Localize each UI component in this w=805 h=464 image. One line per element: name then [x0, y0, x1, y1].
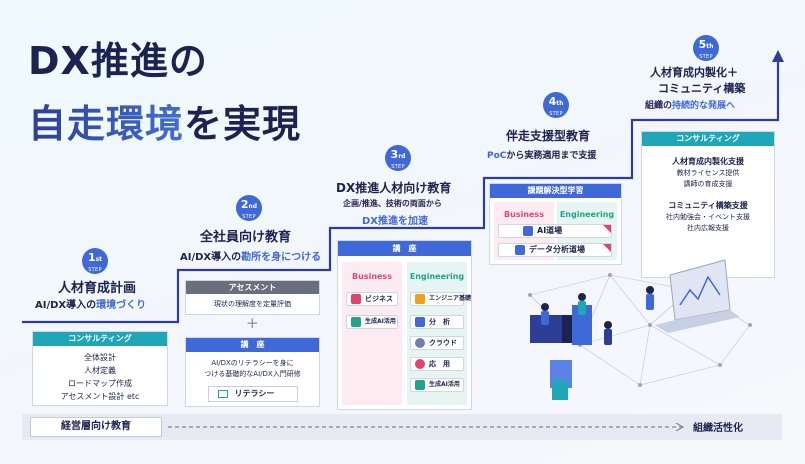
- arrow-up-icon: [772, 50, 784, 62]
- org-activation-label: 組織活性化: [693, 423, 743, 434]
- step2-course-header: 講 座: [186, 338, 319, 352]
- podium-blocks: [530, 305, 592, 400]
- step3-subtitle-1: 企画/推進、技術の両面から: [343, 199, 442, 208]
- step5-group1-item: 教材ライセンス提供: [676, 169, 740, 177]
- step5-subtitle: 組織の持続的な発展へ: [645, 101, 736, 111]
- headline-emphasis: 自走環境: [28, 102, 185, 146]
- step5-title-1: 人材育成内製化＋: [650, 66, 738, 79]
- step5-group2-item: 社内広報支援: [687, 224, 729, 232]
- step3-course-header: 講 座: [338, 241, 471, 256]
- step5-consulting-header: コンサルティング: [642, 132, 774, 146]
- step3-business-label: Business: [352, 272, 392, 281]
- new-flag-icon: [603, 244, 611, 252]
- step5-group1-title: 人材育成内製化支援: [672, 157, 744, 166]
- step3-engineering-label: Engineering: [409, 272, 465, 281]
- step2-assessment-box: アセスメント 現状の理解度を定量評価: [185, 280, 320, 315]
- chip-applied: 応 用: [410, 357, 464, 371]
- step2-course-text: AI/DXのリテラシーを身に: [211, 359, 294, 367]
- step1-subtitle: AI/DX導入の環境づくり: [35, 300, 147, 311]
- network-illustration: [528, 259, 752, 400]
- headline-suffix: を実現: [184, 102, 302, 146]
- step1-title: 人材育成計画: [58, 281, 137, 296]
- chart-icon: [415, 317, 425, 327]
- step1-item: 全体設計: [84, 353, 116, 362]
- executive-education-label: 経営層向け教育: [30, 417, 162, 437]
- building-icon: [351, 294, 361, 304]
- chip-data-analysis-dojo: データ分析道場: [498, 243, 612, 257]
- step4-badge: 4th STEP: [543, 92, 569, 118]
- chip-genai-business: 生成AI活用: [346, 315, 398, 329]
- chip-business: ビジネス: [346, 292, 398, 306]
- new-flag-icon: [603, 225, 611, 233]
- link-icon: [415, 294, 425, 304]
- chip-ai-dojo: AI道場: [498, 224, 612, 238]
- chip-engineer-basics: エンジニア基礎: [410, 292, 471, 306]
- step5-group2-title: コミュニティ構築支援: [668, 201, 748, 210]
- step4-engineering-label: Engineering: [559, 210, 615, 219]
- step3-subtitle-2: DX推進を加速: [362, 216, 429, 227]
- ai-icon: [415, 380, 425, 390]
- step2-subtitle: AI/DX導入の勘所を身につける: [180, 252, 322, 263]
- network-icon: [523, 226, 533, 236]
- dashed-arrow: [168, 422, 685, 432]
- step2-course-box: 講 座 AI/DXのリテラシーを身に つける基礎的なAI/DX入門研修 リテラシ…: [185, 337, 320, 407]
- step5-group2-item: 社内勉強会・イベント支援: [666, 213, 750, 221]
- step4-business-label: Business: [504, 210, 544, 219]
- chip-analysis: 分 析: [410, 315, 464, 329]
- book-icon: [217, 390, 228, 398]
- step4-subtitle: PoCから実務適用まで支援: [487, 151, 597, 161]
- step2-badge: 2nd STEP: [236, 195, 262, 221]
- step1-item: 人材定義: [84, 366, 116, 375]
- step1-consulting-header: コンサルティング: [33, 332, 167, 346]
- network-icon: [515, 245, 525, 255]
- step4-title: 伴走支援型教育: [506, 129, 591, 143]
- literacy-chip: リテラシー: [207, 386, 298, 402]
- step1-item: アセスメント設計 etc: [60, 392, 140, 401]
- step5-title-2: コミュニティ構築: [658, 82, 746, 95]
- laptop-icon: [655, 259, 740, 333]
- headline-line1: DX推進の: [28, 39, 208, 83]
- step2-assessment-text: 現状の理解度を定量評価: [214, 300, 291, 308]
- headline: DX推進の 自走環境を実現: [28, 30, 301, 148]
- step2-assessment-header: アセスメント: [186, 281, 319, 294]
- plus-sign: +: [246, 314, 259, 332]
- people-icon: [541, 286, 654, 345]
- step3-title: DX推進人材向け教育: [336, 181, 452, 195]
- step1-consulting-box: コンサルティング 全体設計 人材定義 ロードマップ作成 アセスメント設計 etc: [32, 331, 168, 406]
- step5-consulting-box: コンサルティング 人材育成内製化支援 教材ライセンス提供 講師の育成支援 コミュ…: [641, 131, 775, 278]
- step1-item: ロードマップ作成: [68, 379, 132, 388]
- step5-group1-item: 講師の育成支援: [683, 180, 733, 188]
- lightbulb-icon: [415, 359, 425, 369]
- step1-badge: 1st STEP: [82, 248, 108, 274]
- step3-business-column: [342, 262, 402, 405]
- step3-badge: 3rd STEP: [385, 145, 411, 171]
- step4-pbl-header: 課題解決型学習: [490, 184, 621, 198]
- chip-genai-engineering: 生成AI活用: [410, 378, 464, 392]
- cloud-icon: [415, 338, 425, 348]
- step2-title: 全社員向け教育: [200, 230, 292, 245]
- chip-cloud: クラウド: [410, 336, 464, 350]
- step5-badge: 5th STEP: [693, 35, 719, 61]
- step2-course-text: つける基礎的なAI/DX入門研修: [204, 370, 301, 378]
- ai-icon: [351, 317, 361, 327]
- headline-line2: 自走環境を実現: [28, 93, 301, 148]
